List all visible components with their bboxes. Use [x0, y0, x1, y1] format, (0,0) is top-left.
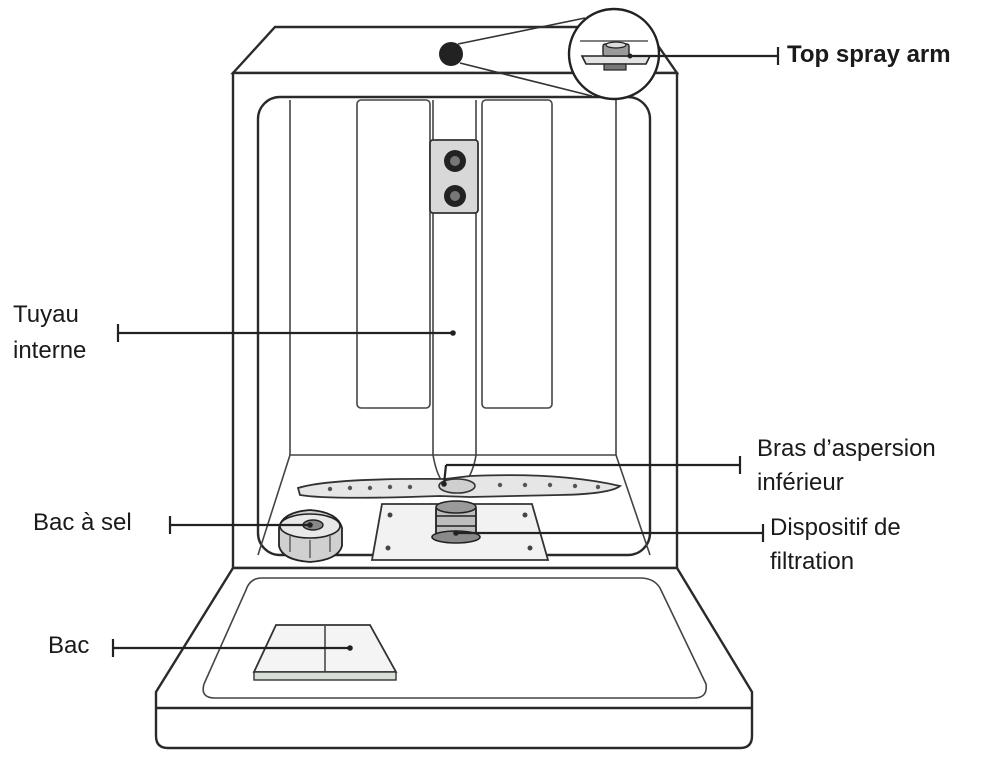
- salt-container-cap: [279, 510, 342, 562]
- label-inner-pipe-line1: Tuyau: [13, 301, 79, 329]
- label-filter-line2: filtration: [770, 548, 854, 576]
- label-salt-container: Bac à sel: [33, 509, 132, 537]
- label-lower-spray-arm-line1: Bras d’aspersion: [757, 435, 936, 463]
- label-inner-pipe-line2: interne: [13, 337, 86, 365]
- label-top-spray-arm: Top spray arm: [787, 41, 951, 69]
- label-lower-spray-arm-line2: inférieur: [757, 469, 844, 497]
- label-filter-line1: Dispositif de: [770, 514, 901, 542]
- top-spray-arm-location: [439, 42, 463, 66]
- filter-assembly: [432, 501, 480, 543]
- label-dispenser: Bac: [48, 632, 89, 660]
